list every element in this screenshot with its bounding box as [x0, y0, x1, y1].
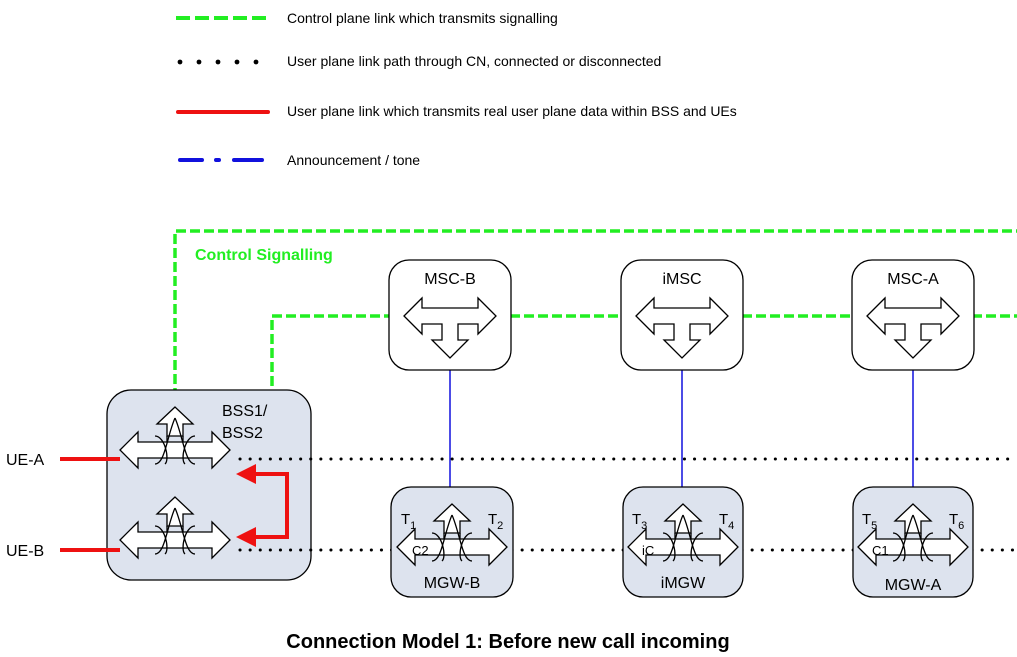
bss-label-line2: BSS2 — [222, 425, 263, 442]
control-link-outer — [173, 229, 1017, 398]
mgw-b-node: MGW-B T1 T2 C2 — [390, 486, 514, 598]
legend: Control plane link which transmits signa… — [176, 10, 737, 168]
msc-a-node: MSC-A — [851, 259, 975, 371]
msc-b-node: MSC-B — [388, 259, 512, 371]
legend-user-real-label: User plane link which transmits real use… — [287, 103, 737, 119]
mgw-a-c1: C1 — [872, 543, 889, 558]
bss-label-line1: BSS1/ — [222, 403, 268, 420]
announcement-links — [449, 370, 914, 487]
imgw-t4: T4 — [719, 511, 734, 532]
imgw-label: iMGW — [661, 575, 706, 592]
legend-announcement-label: Announcement / tone — [287, 152, 420, 168]
mgw-b-t2: T2 — [488, 511, 503, 532]
imsc-label: iMSC — [662, 271, 701, 288]
imgw-ic: iC — [642, 543, 654, 558]
ue-b-label: UE-B — [6, 543, 44, 560]
mgw-b-t1: T1 — [401, 511, 416, 532]
mgw-b-label: MGW-B — [424, 575, 481, 592]
bss-loop-link-bottom — [236, 505, 289, 547]
imgw-node: iMGW T3 T4 iC — [622, 486, 744, 598]
mgw-b-c2: C2 — [412, 543, 429, 558]
mgw-a-t5: T5 — [862, 511, 877, 532]
legend-user-path-swatch — [177, 59, 259, 65]
msc-b-label: MSC-B — [424, 271, 476, 288]
control-signalling-label: Control Signalling — [195, 247, 333, 264]
diagram-caption: Connection Model 1: Before new call inco… — [286, 631, 729, 653]
user-plane-real-links — [60, 457, 289, 552]
imsc-node: iMSC — [620, 259, 744, 371]
bss-node: BSS1/ BSS2 — [106, 389, 312, 581]
ue-a-label: UE-A — [6, 452, 45, 469]
user-plane-paths — [238, 457, 1017, 552]
bss-loop-link-top — [236, 464, 289, 505]
legend-user-path-label: User plane link path through CN, connect… — [287, 53, 661, 69]
mgw-a-t6: T6 — [949, 511, 964, 532]
imgw-t3: T3 — [632, 511, 647, 532]
mgw-a-node: MGW-A T5 T6 C1 — [852, 486, 974, 598]
mgw-a-label: MGW-A — [885, 577, 942, 594]
msc-a-label: MSC-A — [887, 271, 939, 288]
legend-control-label: Control plane link which transmits signa… — [287, 10, 558, 26]
